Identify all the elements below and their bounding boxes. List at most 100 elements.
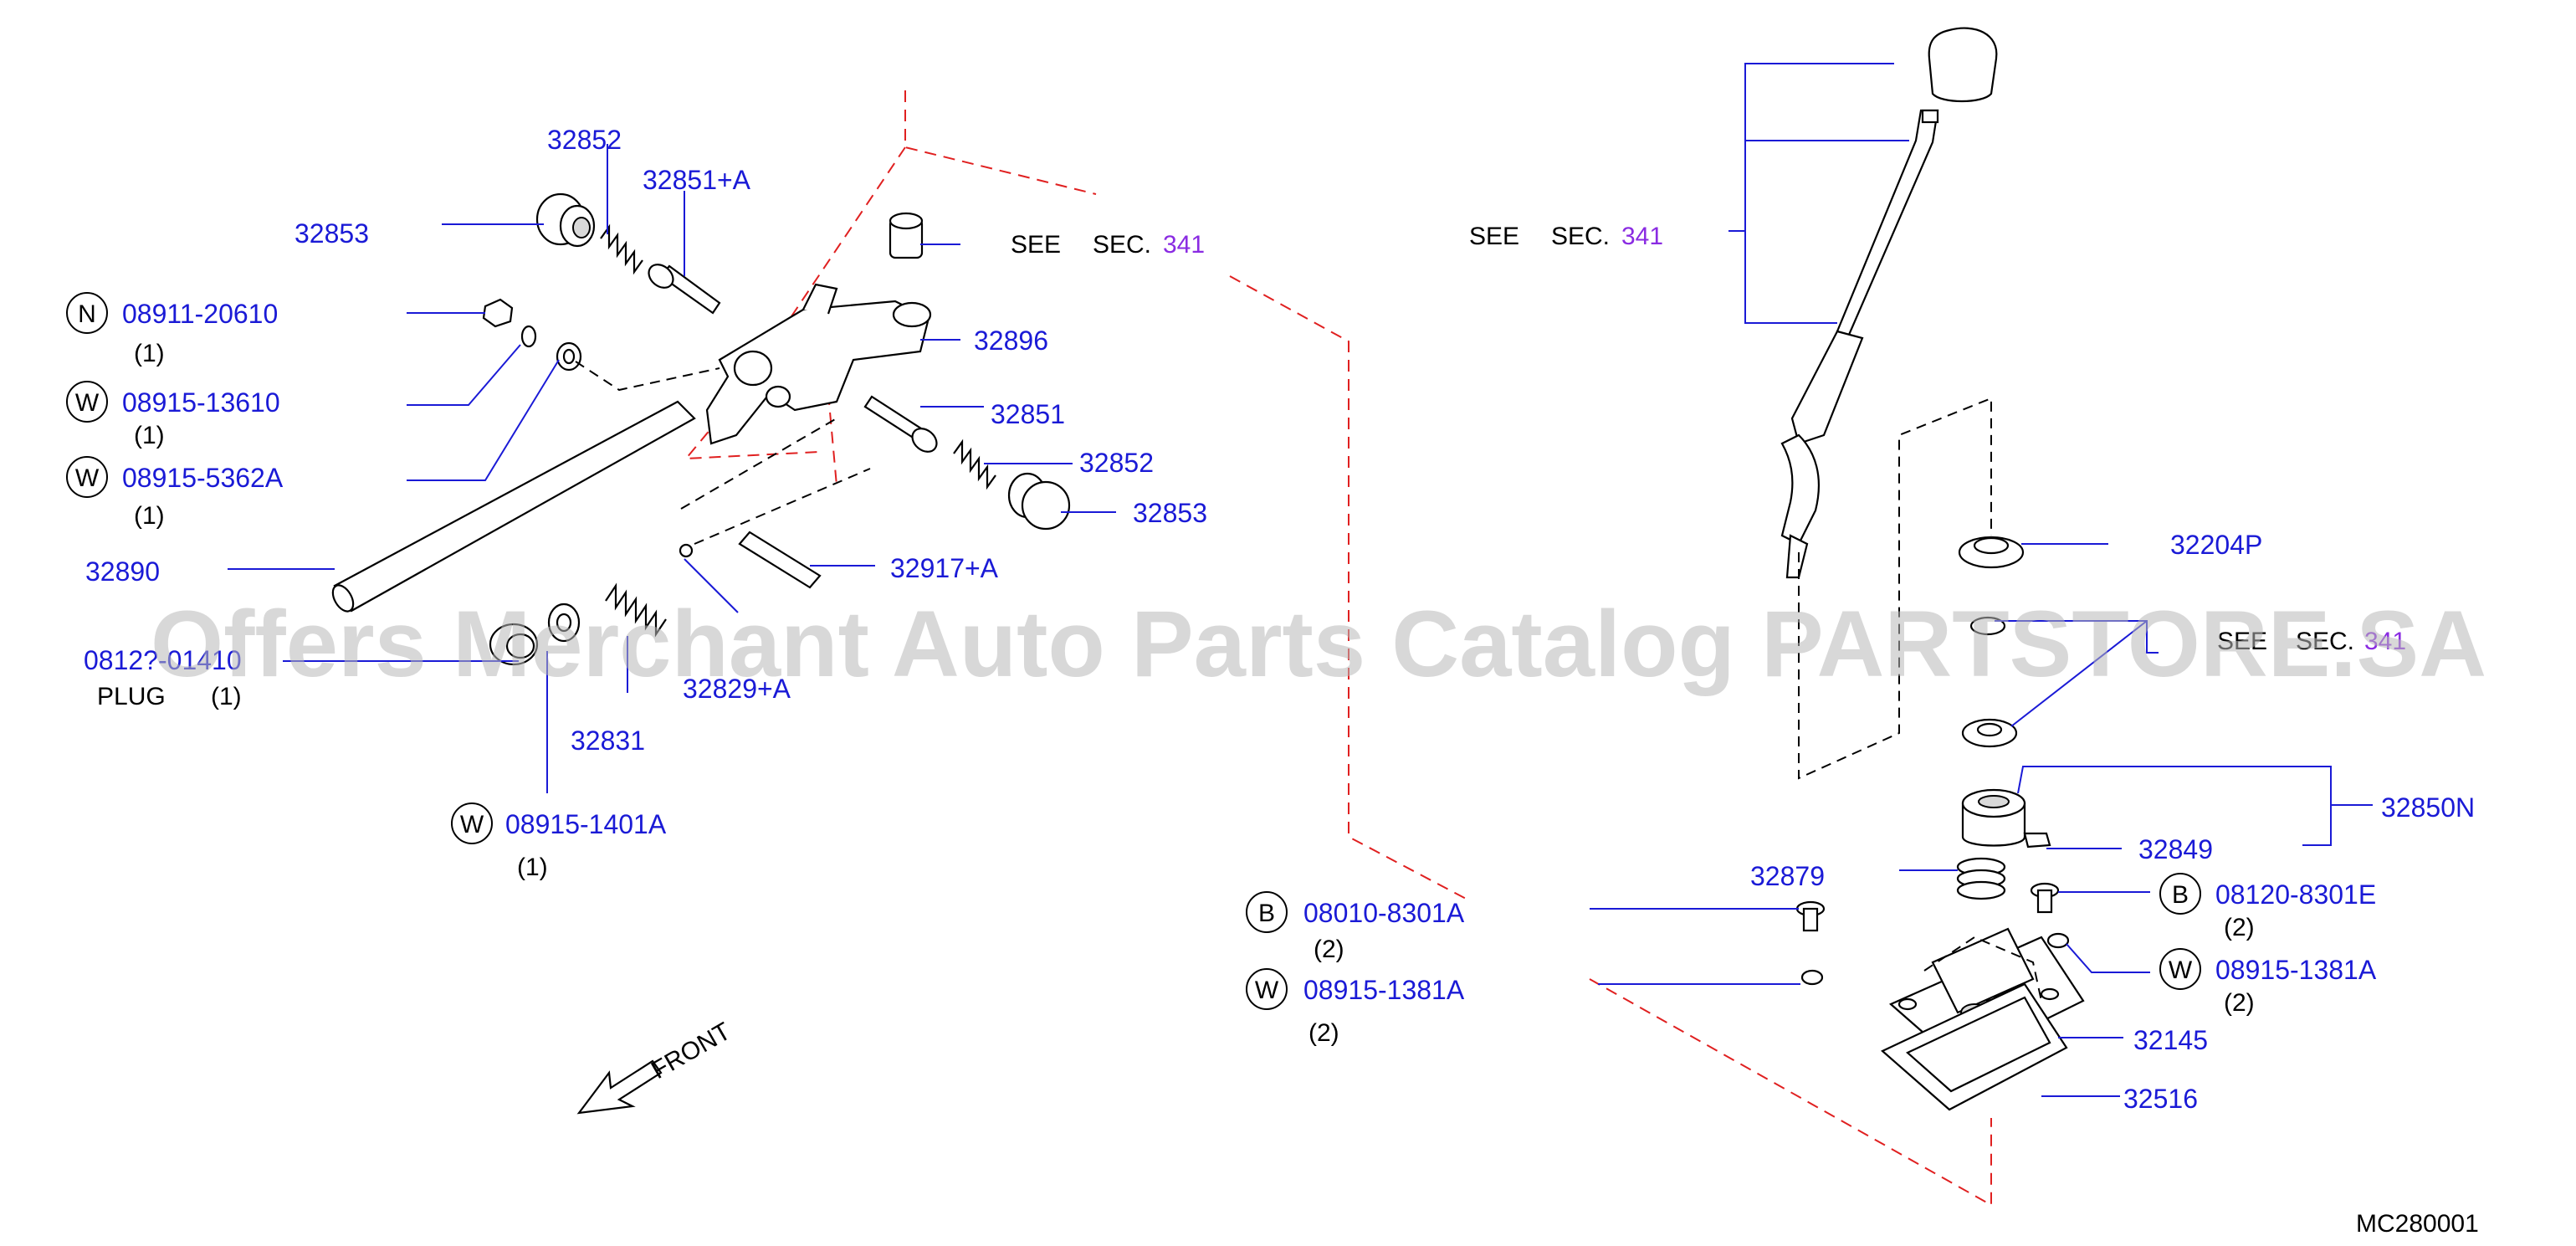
sec-number: 341	[2364, 628, 2406, 655]
plug-callout: 0812?-01410 PLUG (1)	[84, 645, 242, 710]
label-32853-top: 32853	[294, 218, 369, 249]
leader-lines	[228, 63, 2373, 1097]
shift-rod-32890	[331, 400, 696, 613]
fastener-part: 08915-5362A	[122, 463, 284, 493]
shift-lever	[1780, 109, 1939, 579]
plug-part: 0812?-01410	[84, 645, 242, 675]
spring-32831	[605, 582, 667, 638]
fastener-type: W	[460, 811, 484, 838]
fastener-part: 08915-13610	[122, 387, 280, 418]
fastener-W-08915-1381A-right: W 08915-1381A (2)	[2159, 948, 2377, 1017]
fastener-part: 08915-1381A	[2215, 955, 2377, 985]
fastener-qty: (1)	[134, 422, 165, 449]
label-32890: 32890	[85, 556, 160, 587]
washer-left	[1800, 969, 1824, 986]
alignment-dashes-left	[575, 361, 871, 545]
diagram-code: MC280001	[2356, 1210, 2479, 1238]
ring-32204P	[1958, 536, 2025, 569]
callout-labels: 32852 32851+A 32853 32896 32851 32852 32…	[85, 125, 2475, 1114]
fastener-type: B	[1258, 900, 1275, 927]
sec-number: 341	[1621, 223, 1663, 250]
fastener-part: 08911-20610	[122, 299, 278, 329]
fastener-N-08911-20610: N 08911-20610 (1)	[66, 292, 278, 367]
see-text: SEE	[2217, 628, 2267, 655]
spring-32879	[1956, 857, 2006, 900]
label-32896: 32896	[974, 326, 1048, 356]
label-32831: 32831	[571, 726, 645, 756]
label-32850N: 32850N	[2381, 792, 2475, 823]
plug-32853-mid	[1007, 472, 1071, 531]
sec-text: SEC.	[1093, 231, 1151, 259]
pin-32851A-top	[648, 264, 721, 315]
fastener-qty: (2)	[1308, 1019, 1339, 1047]
watermark: Offers Merchant Auto Parts Catalog PARTS…	[151, 592, 2486, 696]
collar	[1961, 718, 2018, 748]
fastener-type: B	[2172, 881, 2189, 909]
shift-knob	[1928, 27, 1998, 103]
see-text: SEE	[1011, 231, 1061, 259]
label-32849: 32849	[2138, 834, 2213, 864]
gasket-32516	[1881, 982, 2068, 1111]
sec-text: SEC.	[1551, 223, 1610, 250]
label-32852-mid: 32852	[1079, 448, 1154, 478]
see-text: SEE	[1469, 223, 1519, 250]
fastener-type: W	[1255, 977, 1279, 1004]
plug-bolt-and-washer	[489, 602, 581, 666]
label-32853-mid: 32853	[1133, 498, 1207, 528]
fastener-qty: (1)	[134, 502, 165, 530]
front-arrow-icon	[576, 1059, 663, 1115]
bolt-08010-8301A	[1795, 900, 1826, 932]
fastener-W-08915-1401A: W 08915-1401A (1)	[451, 802, 667, 881]
fastener-type: N	[78, 300, 96, 328]
label-32879: 32879	[1750, 861, 1825, 891]
spring-32852-mid	[953, 438, 996, 490]
shift-bracket-32896	[705, 283, 932, 445]
fastener-type: W	[2169, 956, 2193, 984]
fastener-qty: (2)	[1314, 936, 1344, 963]
label-32145: 32145	[2133, 1025, 2208, 1055]
fastener-type: W	[75, 389, 100, 417]
see-sec-341-lever: SEE SEC. 341	[1469, 223, 1663, 250]
reference-dashed-lines	[684, 90, 1992, 1207]
fastener-W-08915-13610: W 08915-13610 (1)	[66, 381, 280, 449]
label-32852-top: 32852	[547, 125, 622, 155]
label-32851A-top: 32851+A	[643, 165, 751, 195]
bush-32850N	[1961, 788, 2026, 847]
label-32917A: 32917+A	[890, 553, 999, 583]
washer-right	[2046, 932, 2070, 949]
fastener-qty: (2)	[2224, 914, 2255, 941]
plug-32853-top	[535, 192, 596, 248]
label-32516: 32516	[2123, 1084, 2198, 1114]
fastener-qty: (1)	[134, 340, 165, 367]
fastener-qty: (2)	[2224, 989, 2255, 1017]
fastener-qty: (1)	[517, 854, 548, 881]
nut-and-washers	[482, 298, 582, 372]
detent-pin-32917A	[738, 531, 822, 589]
fastener-part: 08915-1401A	[505, 809, 667, 839]
ball-32829A	[679, 543, 694, 558]
fastener-W-08915-1381A-left: W 08915-1381A (2)	[1246, 968, 1465, 1047]
see-sec-341-top: SEE SEC. 341	[1011, 231, 1205, 259]
fastener-part: 08010-8301A	[1303, 898, 1465, 928]
alignment-dashes-right	[1798, 397, 1992, 780]
pin-32851-mid	[863, 395, 938, 453]
plug-label: PLUG	[97, 683, 166, 710]
label-32204P: 32204P	[2170, 530, 2262, 560]
front-label: FRONT	[647, 1018, 735, 1084]
fastener-type: W	[75, 464, 100, 492]
label-32829A: 32829+A	[683, 674, 791, 704]
bushing-top	[889, 212, 924, 259]
sec-text: SEC.	[2296, 628, 2354, 655]
label-32851: 32851	[991, 399, 1065, 429]
sec-number: 341	[1163, 231, 1205, 259]
plug-qty: (1)	[211, 683, 242, 710]
fastener-W-08915-5362A: W 08915-5362A (1)	[66, 456, 284, 530]
pin-32849	[2023, 832, 2051, 849]
fastener-part: 08915-1381A	[1303, 975, 1465, 1005]
fastener-B-08120-8301E: B 08120-8301E (2)	[2159, 873, 2376, 941]
bolt-08120-8301E	[2030, 882, 2060, 914]
see-sec-341-right: SEE SEC. 341	[2217, 628, 2406, 655]
fastener-part: 08120-8301E	[2215, 879, 2376, 910]
